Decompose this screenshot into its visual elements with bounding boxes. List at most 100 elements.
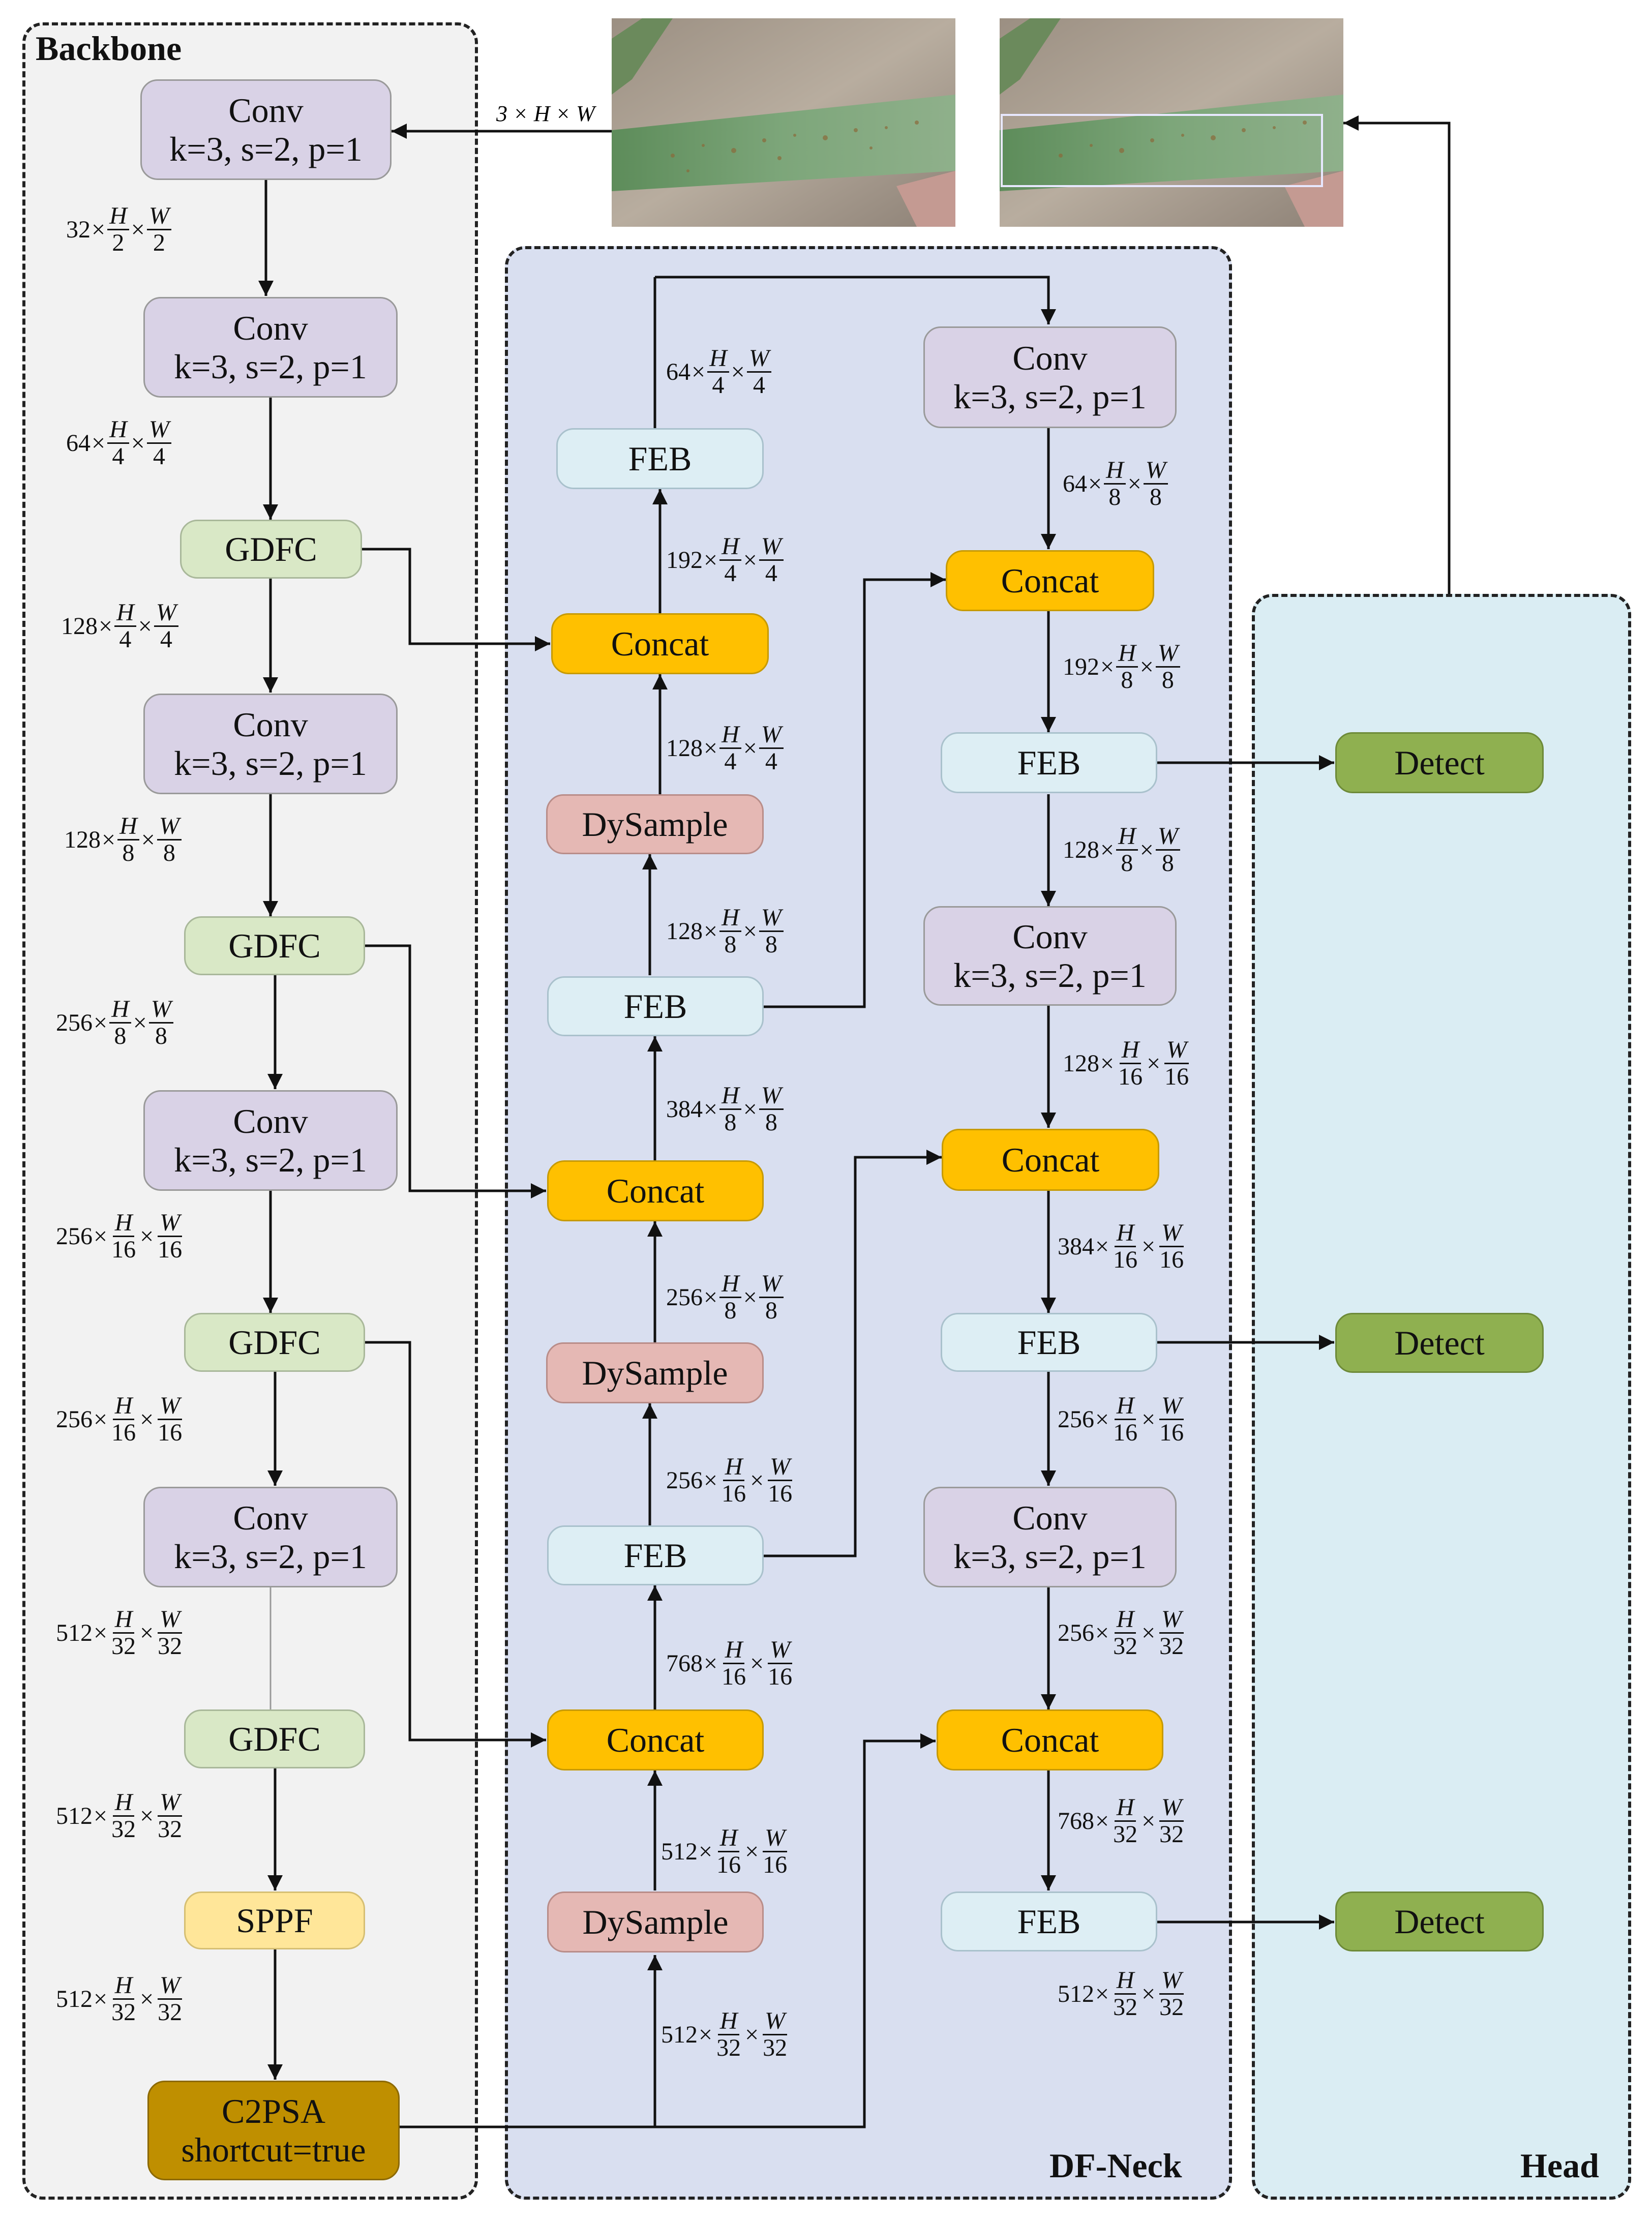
fraction-numerator: H: [107, 416, 129, 444]
times-sign: ×: [131, 216, 145, 244]
neck-conv-1: Conv k=3, s=2, p=1: [923, 326, 1177, 428]
fraction-denominator: 16: [1118, 1063, 1143, 1091]
times-sign: ×: [92, 430, 106, 457]
node-label: FEB: [1017, 743, 1081, 782]
channel-count: 256: [56, 1223, 93, 1250]
fraction-numerator: W: [759, 1271, 784, 1299]
channel-count: 256: [56, 1406, 93, 1433]
fraction-numerator: W: [158, 1606, 183, 1634]
backbone-conv-3: Conv k=3, s=2, p=1: [143, 694, 398, 794]
times-sign: ×: [138, 613, 152, 640]
fraction-denominator: 8: [1121, 850, 1133, 877]
fraction-numerator: H: [719, 722, 741, 749]
times-sign: ×: [1127, 470, 1142, 498]
fraction-denominator: 32: [111, 1816, 136, 1843]
node-label: GDFC: [225, 529, 317, 568]
fraction-numerator: W: [146, 203, 171, 231]
fraction-denominator: 8: [765, 931, 777, 958]
fraction-denominator: 8: [724, 931, 737, 958]
backbone-sppf: SPPF: [184, 1891, 365, 1949]
fraction-denominator: 16: [722, 1663, 746, 1691]
neck-concat-1: Concat: [551, 613, 769, 674]
backbone-gdfc-2: GDFC: [184, 916, 365, 975]
times-sign: ×: [704, 1650, 718, 1677]
backbone-conv-1: Conv k=3, s=2, p=1: [140, 79, 392, 180]
neck-concat-3: Concat: [547, 1709, 764, 1770]
times-sign: ×: [743, 1284, 757, 1311]
times-sign: ×: [1100, 653, 1115, 681]
times-sign: ×: [699, 2021, 713, 2049]
channel-count: 128: [64, 826, 101, 854]
times-sign: ×: [704, 547, 718, 574]
fraction-numerator: W: [158, 1972, 183, 2000]
node-label: FEB: [628, 439, 692, 478]
fraction-numerator: H: [723, 1454, 745, 1482]
fraction-numerator: W: [1155, 823, 1180, 851]
channel-count: 256: [1058, 1619, 1094, 1647]
fraction-denominator: 16: [763, 1851, 788, 1879]
fraction-denominator: 32: [111, 1999, 136, 2026]
fraction-denominator: 16: [722, 1480, 746, 1508]
fraction-numerator: W: [763, 1825, 788, 1853]
head-detect-2: Detect: [1335, 1313, 1544, 1373]
neck-right-feb-1: FEB: [941, 732, 1157, 793]
fraction-denominator: 32: [158, 1999, 183, 2026]
times-sign: ×: [99, 613, 113, 640]
fraction-denominator: 8: [1149, 484, 1162, 511]
node-label: GDFC: [228, 926, 321, 965]
fraction-numerator: W: [759, 722, 784, 749]
fraction-denominator: 16: [1164, 1063, 1189, 1091]
fraction-denominator: 8: [1161, 667, 1174, 694]
node-label: FEB: [623, 986, 687, 1026]
fraction-numerator: W: [1143, 457, 1168, 485]
backbone-conv-4: Conv k=3, s=2, p=1: [143, 1090, 398, 1191]
channel-count: 768: [666, 1650, 703, 1677]
times-sign: ×: [94, 1223, 108, 1250]
fraction-denominator: 4: [765, 560, 777, 587]
times-sign: ×: [140, 1223, 154, 1250]
times-sign: ×: [1088, 470, 1102, 498]
node-params: k=3, s=2, p=1: [174, 1537, 367, 1576]
fraction-denominator: 2: [153, 229, 165, 257]
neck-dysample-2: DySample: [546, 1342, 764, 1403]
times-sign: ×: [1095, 1980, 1109, 2008]
fraction-numerator: H: [1114, 1794, 1136, 1822]
node-label: DySample: [582, 804, 728, 844]
channel-count: 128: [666, 735, 703, 762]
times-sign: ×: [94, 1803, 108, 1830]
channel-count: 256: [1058, 1406, 1094, 1433]
times-sign: ×: [140, 1619, 154, 1647]
node-label: Conv: [233, 1101, 308, 1140]
times-sign: ×: [704, 918, 718, 945]
node-label: FEB: [1017, 1902, 1081, 1941]
node-label: DySample: [582, 1353, 728, 1392]
channel-count: 384: [1058, 1233, 1094, 1260]
